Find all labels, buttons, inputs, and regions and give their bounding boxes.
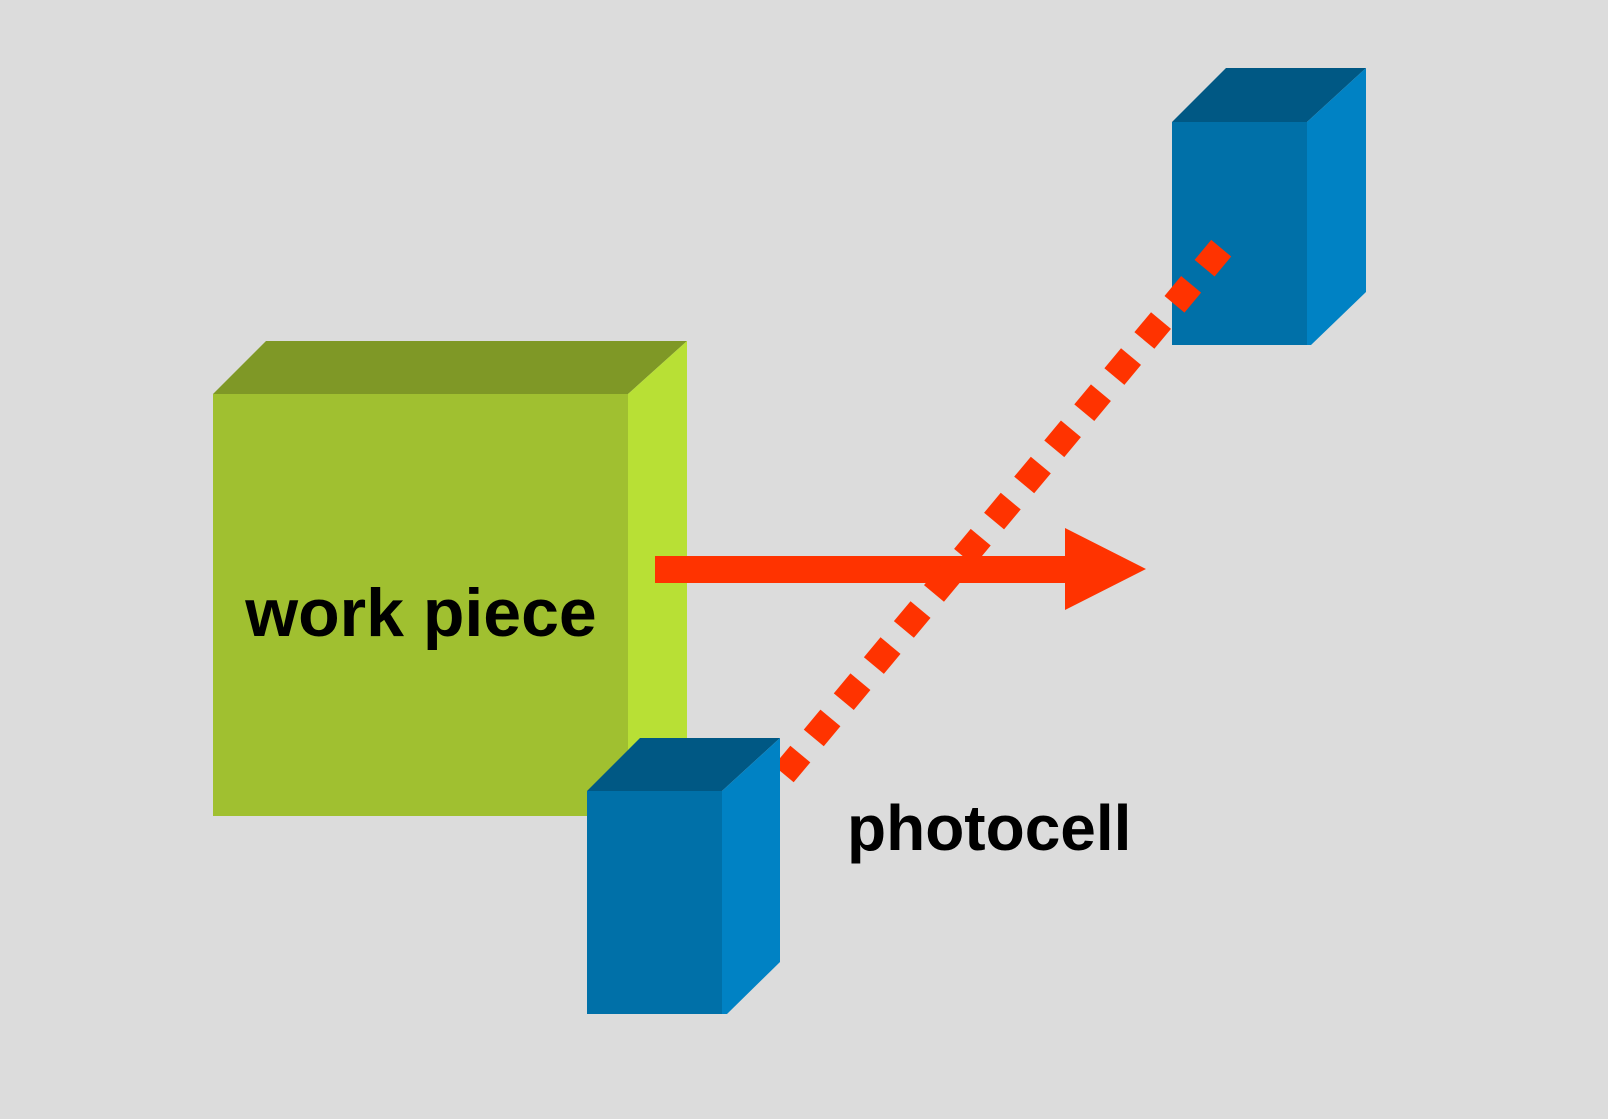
beam-dash [1014,456,1051,494]
work-piece-top-face [213,341,687,394]
photocell-upper-box [1172,68,1366,345]
beam-dash [954,528,991,566]
beam-dash [893,601,931,638]
photocell-upper-top-face [1172,68,1366,122]
beam-dash [1074,384,1111,422]
work-piece-label: work piece [244,575,597,651]
photocell-lower-front-face [587,791,722,1014]
beam-dash [863,637,901,674]
photocell-upper-side-face [1307,68,1366,345]
work-piece-box: work piece [213,341,687,816]
arrow-head-icon [1065,528,1146,610]
beam-dash [833,673,871,711]
beam-dash [773,745,811,783]
photocell-label: photocell [847,792,1131,864]
motion-arrow [655,528,1146,610]
photocell-lower-box [587,738,780,1014]
beam-dash [803,709,841,747]
beam-dash [1194,239,1232,277]
beam-dash [984,492,1021,530]
photocell-lower-top-face [587,738,780,791]
beam-dash [1164,275,1202,313]
photocell-lower-side-face [722,738,780,1014]
light-beam-dotted-line [773,239,1232,783]
beam-dash [923,565,961,602]
work-piece-front-face [213,394,628,816]
beam-dash [1134,312,1172,349]
beam-dash [1104,348,1142,385]
beam-dash [1044,420,1081,458]
photocell-upper-front-face [1172,122,1307,345]
arrow-shaft [655,556,1067,583]
